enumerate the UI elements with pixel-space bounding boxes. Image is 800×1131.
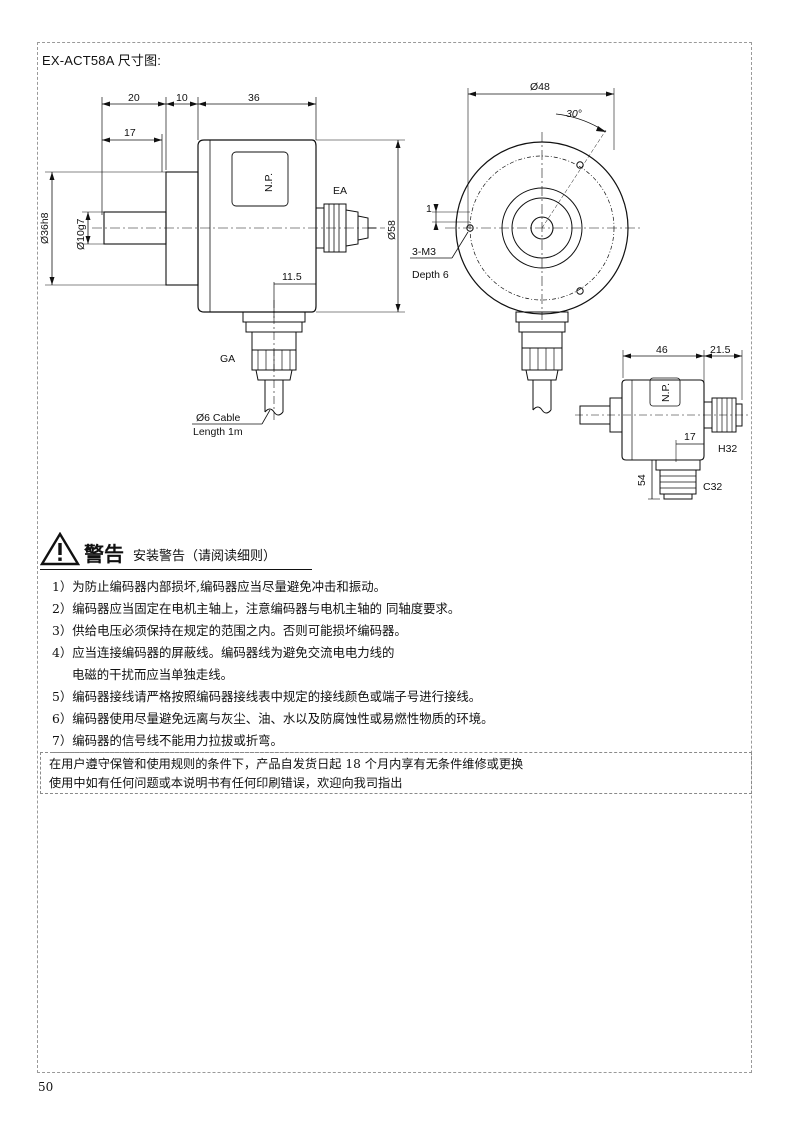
dim-body-diameter: Ø58 [386, 220, 398, 240]
side-view-arrows [49, 101, 401, 312]
side-view-labels: 20 10 36 17 Ø36h8 Ø10g7 Ø58 N.P. EA 11.5… [39, 92, 398, 438]
warning-item-continuation: 电磁的干扰而应当单独走线。 [72, 667, 234, 682]
warning-list: 1）为防止编码器内部损坏,编码器应当尽量避免冲击和振动。 2）编码器应当固定在电… [52, 576, 742, 753]
dim-shaft-inner: Ø10g7 [75, 218, 87, 250]
cable-length-label: Length 1m [193, 426, 243, 438]
holes-label: 3-M3 [412, 246, 436, 258]
dimension-drawing: 20 10 36 17 Ø36h8 Ø10g7 Ø58 N.P. EA 11.5… [39, 81, 748, 500]
np-label: N.P. [263, 173, 275, 192]
dim-10: 10 [176, 92, 188, 104]
warning-item: 7）编码器的信号线不能用力拉拔或折弯。 [52, 730, 438, 753]
small-np-label: N.P. [660, 383, 672, 402]
ga-label: GA [220, 353, 235, 365]
c32-label: C32 [703, 481, 722, 493]
front-view [410, 88, 640, 414]
warning-item: 1）为防止编码器内部损坏,编码器应当尽量避免冲击和振动。 [52, 579, 386, 594]
dim-11-5: 11.5 [282, 271, 302, 283]
small-view [575, 350, 748, 500]
dim-46: 46 [656, 344, 668, 356]
side-view [45, 97, 405, 425]
small-view-labels: 46 21.5 N.P. 17 54 H32 C32 [636, 344, 737, 493]
warning-item: 5）编码器接线请严格按照编码器接线表中规定的接线颜色或端子号进行接线。 [52, 689, 482, 704]
dim-small-17: 17 [684, 431, 696, 443]
warning-underline [40, 569, 312, 570]
notice-line-2: 使用中如有任何问题或本说明书有任何印刷错误，欢迎向我司指出 [49, 776, 403, 790]
front-view-labels: Ø48 30° 1 3-M3 Depth 6 [412, 81, 582, 281]
document-title: EX-ACT58A 尺寸图: [42, 53, 162, 68]
page-number: 50 [38, 1080, 54, 1094]
dim-front-diameter: Ø48 [530, 81, 550, 93]
dim-shaft-outer: Ø36h8 [39, 212, 51, 244]
warning-header: 警告 安装警告（请阅读细则） [40, 528, 370, 572]
dim-21-5: 21.5 [710, 344, 731, 356]
cable-label: Ø6 Cable [196, 412, 241, 424]
warning-item: 4）应当连接编码器的屏蔽线。编码器线为避免交流电电力线的 [52, 645, 395, 660]
warranty-notice: 在用户遵守保管和使用规则的条件下，产品自发货日起 18 个月内享有无条件维修或更… [40, 752, 752, 794]
dim-54: 54 [636, 474, 648, 486]
warning-title: 警告 [84, 542, 124, 566]
small-view-arrows [623, 353, 742, 359]
dim-20: 20 [128, 92, 140, 104]
warning-subtitle: 安装警告（请阅读细则） [133, 549, 277, 564]
dim-angle: 30° [566, 108, 582, 120]
dim-17: 17 [124, 127, 136, 139]
ea-label: EA [333, 185, 347, 197]
page-frame [37, 42, 752, 1073]
warning-item: 3）供给电压必须保持在规定的范围之内。否则可能损坏编码器。 [52, 623, 407, 638]
warning-item: 6）编码器使用尽量避免远离与灰尘、油、水以及防腐蚀性或易燃性物质的环境。 [52, 711, 494, 726]
notice-line-1: 在用户遵守保管和使用规则的条件下，产品自发货日起 18 个月内享有无条件维修或更… [49, 757, 524, 771]
dim-36: 36 [248, 92, 260, 104]
front-view-arrows [433, 91, 614, 230]
h32-label: H32 [718, 443, 737, 455]
warning-triangle-icon [40, 532, 80, 566]
warning-item: 2）编码器应当固定在电机主轴上，注意编码器与电机主轴的 同轴度要求。 [52, 601, 461, 616]
depth-label: Depth 6 [412, 269, 449, 281]
dim-1: 1 [426, 203, 432, 215]
